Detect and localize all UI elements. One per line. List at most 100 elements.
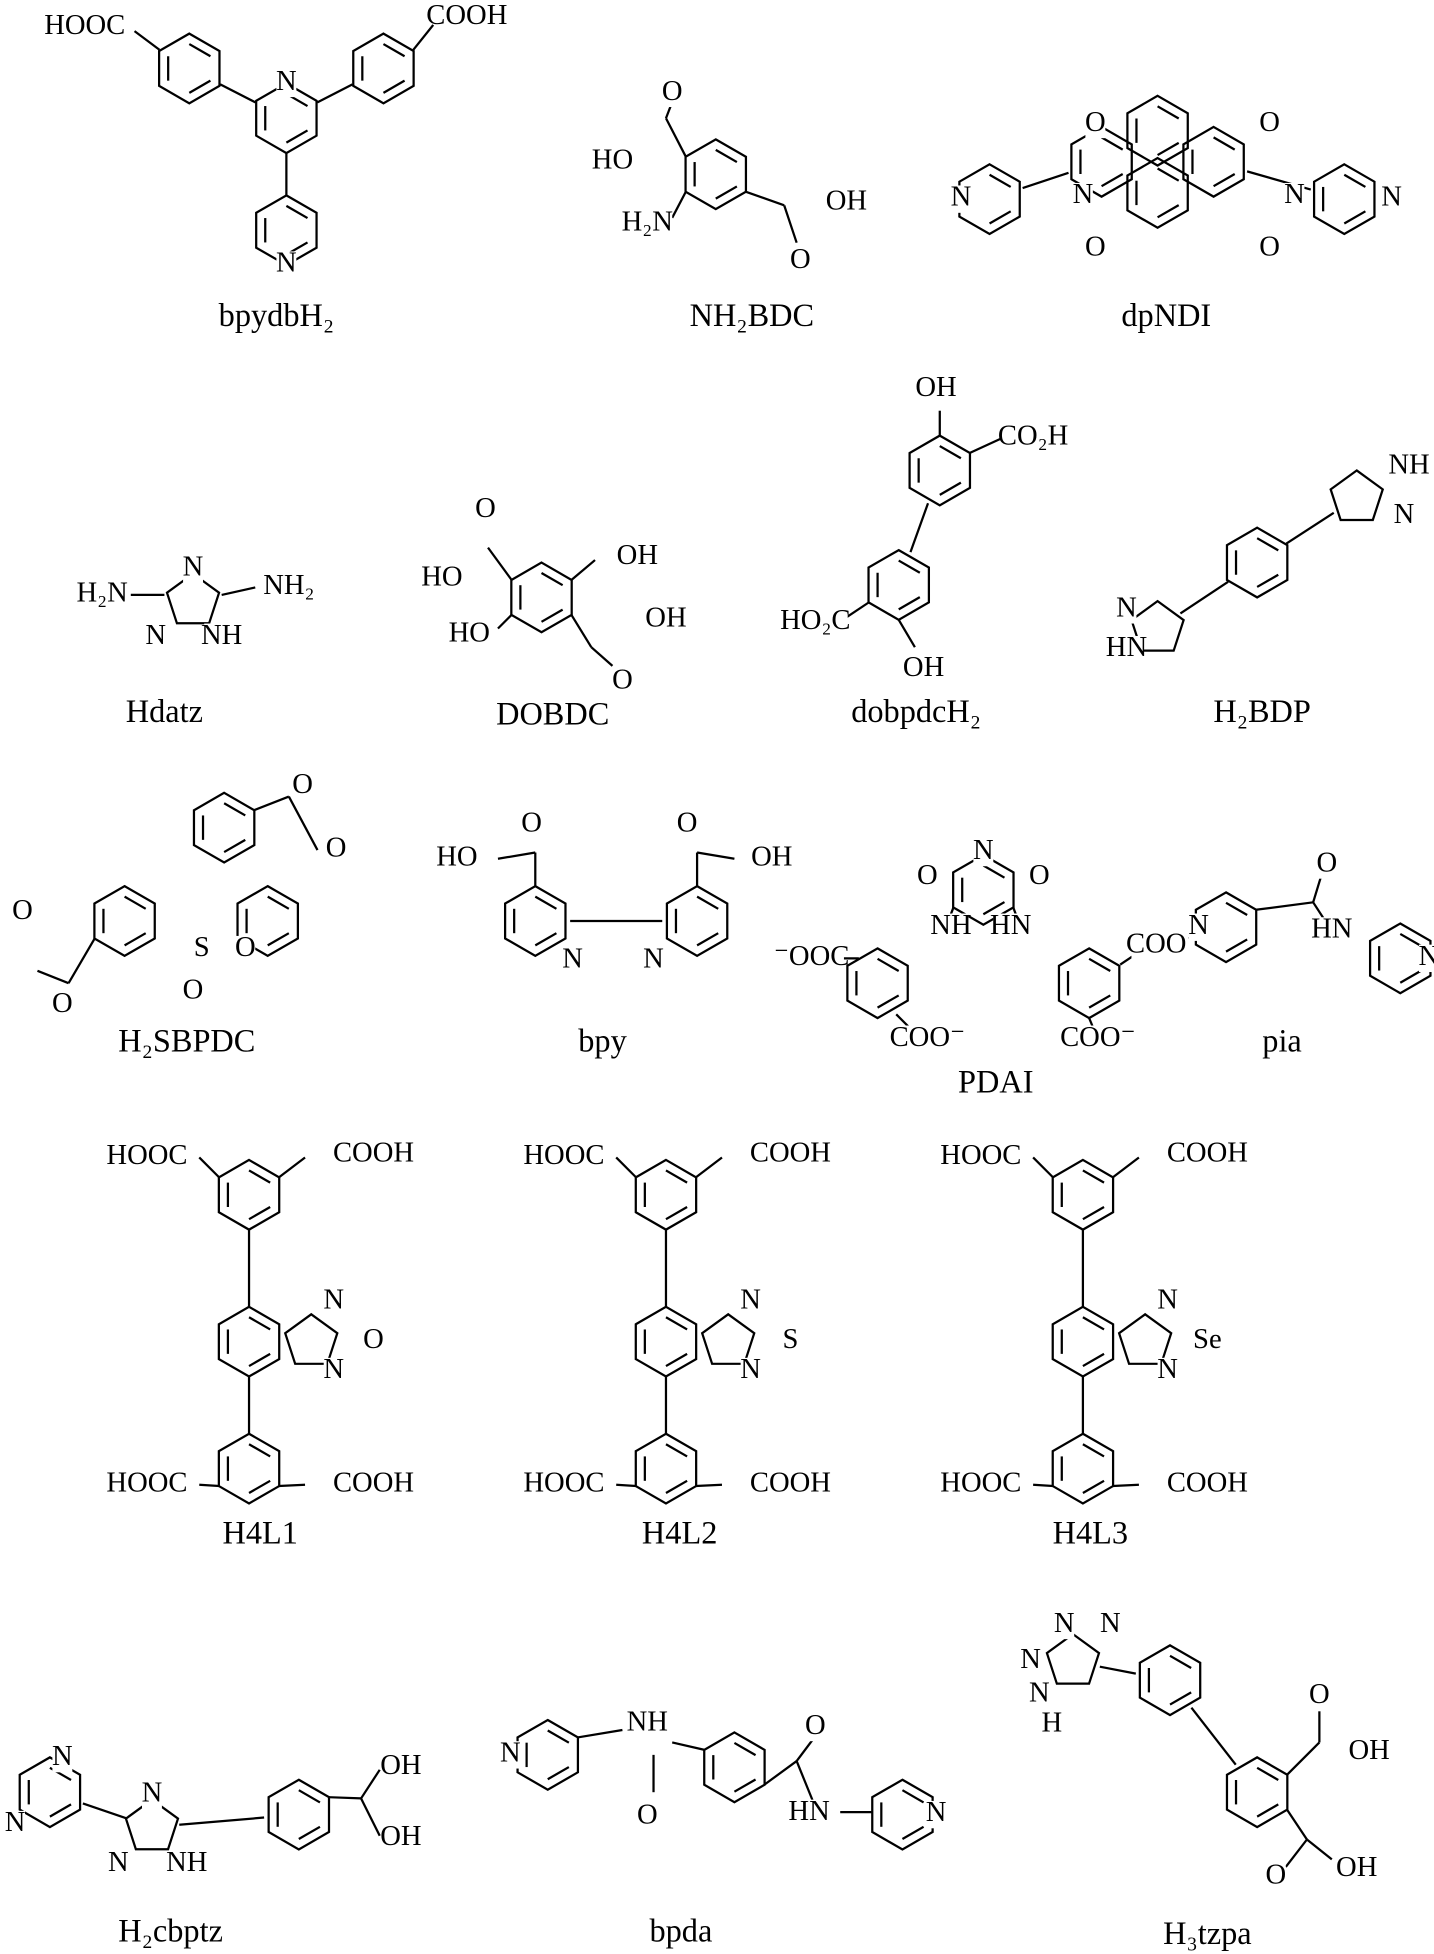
- atom-label: COOH: [1167, 1137, 1248, 1169]
- six-membered-ring: [665, 884, 729, 958]
- double-bond: [898, 596, 921, 611]
- six-membered-ring: [846, 947, 909, 1020]
- atom-label: N: [52, 1740, 73, 1772]
- six-membered-ring: [1182, 125, 1245, 198]
- atom-label-background: [1259, 235, 1280, 263]
- atom-label-background: [948, 1143, 1014, 1172]
- atom-label: N: [142, 1776, 163, 1808]
- atom-label-background: [612, 668, 633, 696]
- double-bond: [1399, 932, 1422, 948]
- atom-label: HOOC: [106, 1139, 187, 1171]
- double-bond: [298, 1825, 321, 1840]
- double-bond: [1169, 1691, 1192, 1706]
- atom-label: CO₂H: [998, 420, 1068, 452]
- atom-label: COOH: [333, 1466, 414, 1498]
- atom-label-background: [52, 991, 73, 1020]
- atom-label-background: [531, 1143, 597, 1172]
- double-bond: [248, 1206, 271, 1221]
- atom-label: COOH: [750, 1137, 831, 1169]
- atom-label-background: [1157, 1357, 1178, 1386]
- atom-label-background: [1188, 913, 1209, 941]
- atom-label: HN: [1106, 631, 1147, 663]
- double-bond: [1082, 1352, 1105, 1368]
- atom-label-background: [326, 836, 347, 864]
- double-bond: [534, 895, 557, 910]
- molecule-name: bpydbH₂: [219, 297, 335, 333]
- double-bond: [1082, 1479, 1105, 1494]
- atom-label: N: [500, 1736, 521, 1768]
- atom-label-background: [1394, 502, 1414, 531]
- atom-label: O: [12, 894, 33, 926]
- atom-label: N: [562, 942, 583, 974]
- atom-label-background: [145, 623, 166, 651]
- atom-label-background: [1029, 863, 1050, 892]
- atom-label-background: [926, 1800, 947, 1829]
- bond: [616, 1483, 637, 1488]
- five-membered-ring: [165, 572, 221, 625]
- atom-label-background: [637, 1803, 658, 1831]
- atom-label: O: [326, 832, 347, 864]
- atom-label-background: [108, 1850, 129, 1879]
- bond: [570, 559, 596, 581]
- molecule-name: H₂BDP: [1213, 693, 1311, 729]
- atom-label: OH: [903, 651, 944, 683]
- six-membered-ring: [1070, 125, 1133, 198]
- atom-label: N: [108, 1846, 129, 1878]
- atom-label-background: [1339, 1855, 1375, 1884]
- bond: [969, 437, 1003, 455]
- atom-label-background: [341, 1141, 406, 1169]
- double-bond: [901, 1789, 925, 1804]
- atom-label-background: [758, 1141, 823, 1169]
- atom-label-background: [204, 623, 240, 651]
- atom-label-background: [1418, 944, 1434, 973]
- double-bond: [223, 802, 246, 817]
- atom-label: O: [917, 859, 938, 891]
- double-bond: [248, 1479, 271, 1494]
- bond: [360, 1769, 381, 1800]
- atom-label: OH: [826, 184, 867, 216]
- molecule-name: PDAI: [958, 1064, 1033, 1100]
- atom-label: NH₂: [263, 569, 314, 601]
- atom-label: HOOC: [940, 1139, 1021, 1171]
- double-bond: [248, 1169, 271, 1184]
- atom-label-background: [782, 608, 848, 636]
- bond: [1099, 1665, 1137, 1675]
- double-bond: [696, 932, 719, 947]
- bond: [783, 205, 798, 244]
- atom-label-background: [114, 1471, 180, 1499]
- atom-label: N: [1157, 1353, 1178, 1385]
- atom-label: O: [662, 75, 683, 107]
- atom-label-background: [1175, 1471, 1240, 1499]
- double-bond: [188, 43, 211, 58]
- atom-label: S: [782, 1323, 798, 1355]
- double-bond: [1256, 537, 1279, 552]
- molecule-name: H4L3: [1053, 1514, 1128, 1550]
- atom-label: NH: [1388, 448, 1429, 480]
- atom-label: NH: [627, 1705, 668, 1737]
- bond: [695, 1483, 723, 1488]
- double-bond: [989, 173, 1012, 188]
- atom-label: OH: [380, 1820, 421, 1852]
- atom-label-background: [1157, 1288, 1178, 1316]
- six-membered-ring: [1368, 922, 1432, 995]
- atom-label: O: [1259, 106, 1280, 138]
- atom-label-background: [648, 606, 684, 634]
- atom-label: O: [1259, 230, 1280, 262]
- six-membered-ring: [634, 1432, 698, 1505]
- atom-label: COOH: [1167, 1466, 1248, 1498]
- atom-label: HO: [449, 616, 490, 648]
- bond: [67, 937, 96, 984]
- atom-label: N: [276, 65, 297, 97]
- bond: [133, 30, 161, 51]
- bond: [577, 1728, 623, 1739]
- atom-label-background: [643, 947, 664, 975]
- bond: [278, 1156, 306, 1179]
- double-bond: [1101, 136, 1124, 151]
- atom-label-background: [1189, 1327, 1225, 1356]
